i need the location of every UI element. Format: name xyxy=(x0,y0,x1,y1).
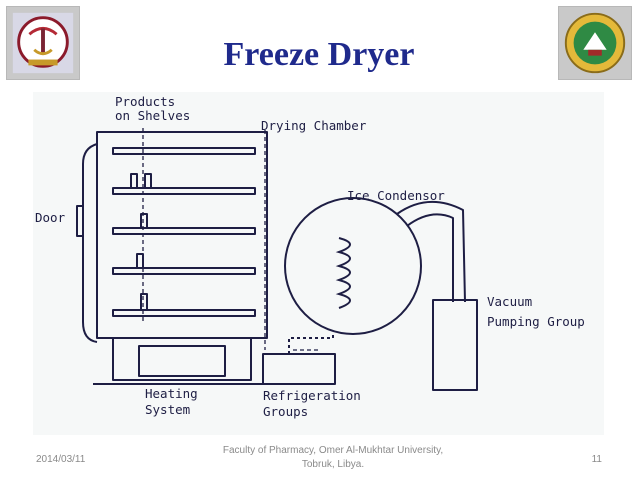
footer-institution-line2: Tobruk, Libya. xyxy=(301,459,365,470)
label-refrigeration: Refrigeration xyxy=(263,388,361,403)
label-pumping-group: Pumping Group xyxy=(487,314,585,329)
label-products: Products xyxy=(115,94,175,109)
label-groups: Groups xyxy=(263,404,308,419)
faculty-logo-left xyxy=(6,6,80,80)
label-vacuum: Vacuum xyxy=(487,294,532,309)
freeze-dryer-diagram: Products on Shelves Drying Chamber Door … xyxy=(33,92,604,435)
label-heating: Heating xyxy=(145,386,198,401)
label-drying-chamber: Drying Chamber xyxy=(261,118,367,133)
label-system: System xyxy=(145,402,190,417)
label-on-shelves: on Shelves xyxy=(115,108,190,123)
footer-institution-line1: Faculty of Pharmacy, Omer Al-Mukhtar Uni… xyxy=(222,445,444,456)
page-number: 11 xyxy=(591,454,602,465)
footer-institution: Faculty of Pharmacy, Omer Al-Mukhtar Uni… xyxy=(218,444,448,472)
label-ice-condensor: Ice Condensor xyxy=(347,188,445,203)
university-seal-right xyxy=(558,6,632,80)
footer-date: 2014/03/11 xyxy=(36,454,86,465)
label-door: Door xyxy=(35,210,66,225)
slide-title: Freeze Dryer xyxy=(223,36,415,73)
